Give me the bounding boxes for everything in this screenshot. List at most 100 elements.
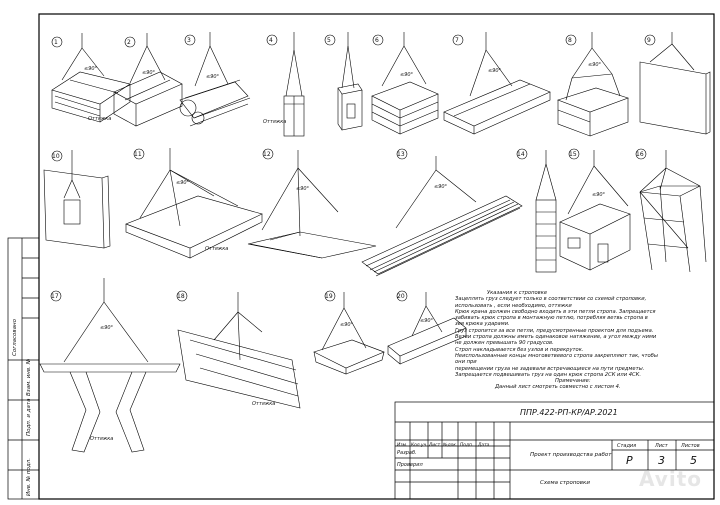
angle-label: ≤90° xyxy=(142,70,156,76)
callout-ottyazhka: Оттяжка xyxy=(263,119,287,125)
figure-number: 8 xyxy=(568,37,572,44)
figure-14 xyxy=(516,148,557,273)
side-inv-orig: Инв. № подл. xyxy=(26,458,32,496)
angle-label: ≤90° xyxy=(206,74,220,80)
figure-2 xyxy=(113,33,183,127)
figure-20 xyxy=(387,290,467,365)
angle-label: ≤90° xyxy=(176,180,190,186)
figure-7 xyxy=(443,32,551,135)
notes-line: Ветви стропа должны иметь одинаковое нат… xyxy=(455,334,657,341)
row-developed: Разраб. xyxy=(397,450,417,456)
notes-remark: Данный лист смотреть совместно с листом … xyxy=(495,384,621,391)
header-izm: Изм. xyxy=(397,443,408,448)
figure-number: 5 xyxy=(327,37,331,44)
notes-line: использовать , если необходимо, оттяжки xyxy=(455,302,572,309)
figure-number: 2 xyxy=(127,39,131,46)
header-podp: Подп. xyxy=(460,443,474,448)
figure-number: 11 xyxy=(134,151,142,158)
callout-ottyazhka: Оттяжка xyxy=(88,116,112,122)
figure-number: 15 xyxy=(569,151,577,158)
figure-13 xyxy=(361,148,523,277)
figure-number: 18 xyxy=(177,293,185,300)
callout-ottyazhka: Оттяжка xyxy=(252,401,276,407)
angle-label: ≤90° xyxy=(84,66,98,72)
figure-11 xyxy=(125,148,263,259)
figure-6 xyxy=(371,32,439,135)
notes-title: Указания к строповке xyxy=(487,290,548,296)
figure-16 xyxy=(635,148,707,273)
figure-number: 4 xyxy=(269,37,273,44)
notes-line: они при xyxy=(455,359,477,366)
project-name: Проект производства работ xyxy=(530,452,612,458)
notes-remark-title: Примечание: xyxy=(555,378,591,385)
sheet-value: 3 xyxy=(658,454,665,467)
figure-number: 10 xyxy=(52,153,60,160)
notes-line: Неиспользованные концы многоветвевого ст… xyxy=(455,352,658,359)
figure-12 xyxy=(247,148,377,259)
side-stamp xyxy=(7,237,40,500)
figure-10 xyxy=(43,150,111,249)
angle-label: ≤90° xyxy=(100,325,114,331)
header-ndok: №док. xyxy=(443,443,458,448)
angle-label: ≤90° xyxy=(592,192,606,198)
figure-number: 12 xyxy=(263,151,271,158)
drawing-code: ППР.422-РП-КР/АР.2021 xyxy=(520,408,618,417)
angle-label: ≤90° xyxy=(420,318,434,324)
header-kol: Кол.уч xyxy=(411,443,427,448)
figure-number: 13 xyxy=(397,151,405,158)
figure-5 xyxy=(324,32,363,131)
figure-number: 1 xyxy=(54,39,58,46)
figure-8 xyxy=(557,32,629,137)
notes-line: Груз стропится за все петли, предусмотре… xyxy=(455,327,654,334)
figure-4 xyxy=(266,32,305,137)
angle-label: ≤90° xyxy=(340,322,354,328)
notes-line: Запрещается подвешивать груз на один крю… xyxy=(455,371,642,378)
figure-number: 7 xyxy=(455,37,459,44)
angle-label: ≤90° xyxy=(434,184,448,190)
title-block xyxy=(394,401,715,500)
sheets-value: 5 xyxy=(690,454,697,467)
angle-label: ≤90° xyxy=(488,68,502,74)
notes-line: не должен превышать 90 градусов. xyxy=(455,340,554,347)
figure-number: 9 xyxy=(647,37,651,44)
sheet-frame xyxy=(38,13,715,500)
side-inv-sub: Взам. инв. № xyxy=(26,358,32,396)
figure-1 xyxy=(51,33,131,123)
side-sign-date: Подп. и дата xyxy=(26,398,32,436)
figure-18 xyxy=(176,290,301,409)
figure-number: 16 xyxy=(636,151,644,158)
drawing-name: Схема строповки xyxy=(540,480,590,486)
sheets-header: Листов xyxy=(681,443,700,449)
notes-line: зев крюка ударами. xyxy=(455,321,510,328)
figure-19 xyxy=(313,290,385,375)
header-data: Дата xyxy=(478,443,490,448)
callout-ottyazhka: Оттяжка xyxy=(205,246,229,252)
notes-line: Строп накладывается без узлов и перекрут… xyxy=(455,346,584,353)
figure-number: 14 xyxy=(517,151,525,158)
header-list: Лист xyxy=(429,443,441,448)
figure-17 xyxy=(39,278,181,453)
notes-line: перемещении груза не задевали встречающи… xyxy=(455,365,645,372)
notes-line: Зацеплять груз следует только в соответс… xyxy=(455,296,647,303)
watermark-logo: Avito xyxy=(639,467,702,491)
sheet-header: Лист xyxy=(655,443,668,449)
notes-line: забивать крюк стропа в монтажную петлю, … xyxy=(455,315,648,322)
figure-number: 17 xyxy=(51,293,59,300)
side-agreed: Согласовано xyxy=(12,319,18,356)
figure-3 xyxy=(179,32,251,127)
figure-number: 20 xyxy=(397,293,405,300)
callout-ottyazhka: Оттяжка xyxy=(90,436,114,442)
angle-label: ≤90° xyxy=(296,186,310,192)
rigging-notes: Указания к строповке Зацеплять груз след… xyxy=(455,290,705,391)
figure-9 xyxy=(639,32,711,135)
row-checked: Проверил xyxy=(397,462,423,468)
angle-label: ≤90° xyxy=(588,62,602,68)
figure-number: 3 xyxy=(187,37,191,44)
stage-value: Р xyxy=(626,454,633,467)
notes-line: Крюк крана должен свободно входить в эти… xyxy=(455,308,656,315)
figure-15 xyxy=(559,148,631,271)
figure-number: 6 xyxy=(375,37,379,44)
stage-header: Стадия xyxy=(617,443,637,449)
angle-label: ≤90° xyxy=(400,72,414,78)
